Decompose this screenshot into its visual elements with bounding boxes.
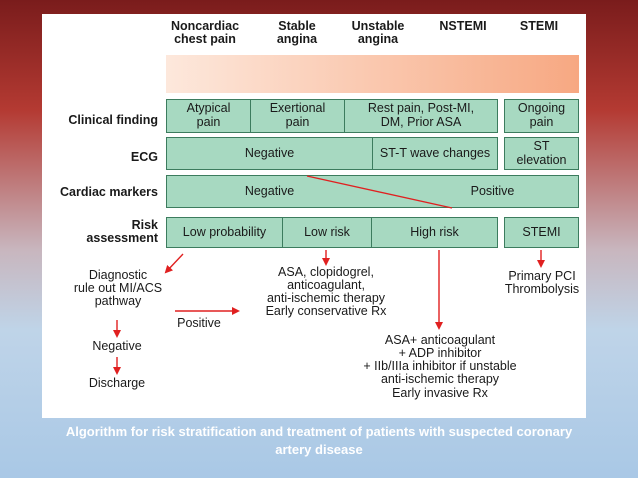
header-unstable-line1: Unstable (351, 19, 405, 33)
flow-lowrisk-line2: anticoagulant, (287, 278, 365, 293)
flow-highrisk-line2: + ADP inhibitor (398, 346, 482, 361)
flow-highrisk-line3: + IIb/IIIa inhibitor if unstable (363, 359, 517, 374)
clinical-ongoing-box: Ongoing pain (504, 99, 579, 133)
header-unstable-line2: angina (357, 32, 399, 47)
header-stable-line1: Stable (278, 19, 316, 33)
risk-box: Low probability Low risk High risk (166, 217, 498, 248)
ecg-cell-st-t: ST-T wave changes (379, 145, 491, 160)
divider (344, 100, 345, 132)
row-label-clinical-finding: Clinical finding (68, 113, 158, 127)
flow-highrisk-treatment: ASA+ anticoagulant + ADP inhibitor + IIb… (352, 333, 528, 400)
header-stable: Stable angina (270, 19, 324, 47)
caption-line1: Algorithm for risk stratification and tr… (65, 424, 573, 439)
flow-lowrisk-line3: anti-ischemic therapy (266, 291, 386, 306)
ecg-box: Negative ST-T wave changes (166, 137, 498, 170)
flow-lowrisk-line4: Early conservative Rx (265, 304, 387, 319)
cardiac-markers-box: Negative Positive (166, 175, 579, 208)
row-label-risk-line1: Risk (131, 218, 158, 232)
header-nstemi: NSTEMI (439, 19, 487, 33)
ecg-cell-st-elevation-line1: ST (533, 138, 550, 153)
marker-transition-line (306, 175, 453, 209)
caption-line2: artery disease (275, 441, 363, 457)
severity-gradient-bar (166, 55, 579, 93)
clinical-cell-rest-pain-line2: DM, Prior ASA (380, 115, 462, 129)
header-stemi: STEMI (519, 19, 559, 33)
flow-diagnostic-line2: rule out MI/ACS (73, 281, 163, 296)
divider (282, 218, 283, 247)
clinical-cell-atypical: Atypical pain (167, 100, 250, 132)
row-label-risk-line2: assessment (86, 231, 158, 246)
header-noncardiac-line2: chest pain (174, 32, 236, 47)
flow-stemi-line2: Thrombolysis (504, 282, 580, 297)
flow-stemi-treatment: Primary PCI Thrombolysis (498, 269, 586, 297)
row-label-risk-assessment: Risk assessment (48, 218, 158, 246)
flow-diagnostic: Diagnostic rule out MI/ACS pathway (62, 268, 174, 309)
header-stable-line2: angina (276, 32, 318, 47)
clinical-cell-atypical-line2: pain (196, 115, 221, 129)
row-label-cardiac-markers: Cardiac markers (60, 185, 158, 199)
risk-stemi-box: STEMI (504, 217, 579, 248)
header-noncardiac: Noncardiac chest pain (168, 19, 242, 47)
ecg-cell-st-elevation-line2: elevation (516, 152, 567, 167)
ecg-st-elevation-box: ST elevation (504, 137, 579, 170)
markers-cell-positive: Positive (470, 183, 515, 198)
flow-positive: Positive (177, 316, 221, 330)
row-label-ecg: ECG (130, 150, 158, 164)
markers-cell-negative: Negative (244, 183, 295, 198)
flow-highrisk-line5: Early invasive Rx (392, 385, 488, 400)
flow-highrisk-line4: anti-ischemic therapy (380, 372, 500, 387)
header-unstable: Unstable angina (345, 19, 411, 47)
clinical-finding-box: Atypical pain Exertional pain Rest pain,… (166, 99, 498, 133)
divider (372, 138, 373, 169)
risk-cell-stemi: STEMI (522, 224, 561, 239)
clinical-cell-exertional-line1: Exertional (269, 101, 326, 116)
header-noncardiac-line1: Noncardiac (170, 19, 240, 33)
clinical-cell-ongoing: Ongoing pain (505, 100, 578, 132)
clinical-cell-exertional-line2: pain (285, 115, 310, 129)
flow-discharge: Discharge (88, 376, 146, 390)
figure-caption: Algorithm for risk stratification and tr… (0, 423, 638, 458)
clinical-cell-rest-pain: Rest pain, Post-MI, DM, Prior ASA (345, 100, 497, 132)
flow-lowrisk-treatment: ASA, clopidogrel, anticoagulant, anti-is… (252, 265, 400, 319)
flow-highrisk-line1: ASA+ anticoagulant (384, 333, 496, 347)
flow-negative: Negative (92, 339, 142, 353)
flow-diagnostic-line3: pathway (94, 294, 142, 309)
risk-cell-low-probability: Low probability (182, 224, 267, 239)
flow-diagnostic-line1: Diagnostic (88, 268, 148, 282)
ecg-cell-negative: Negative (244, 145, 295, 160)
clinical-cell-rest-pain-line1: Rest pain, Post-MI, (367, 101, 475, 116)
risk-cell-low-risk: Low risk (304, 224, 350, 239)
divider (371, 218, 372, 247)
divider (250, 100, 251, 132)
arrow-to-diagnostic (164, 253, 184, 274)
risk-cell-high-risk: High risk (410, 224, 459, 239)
flow-stemi-line1: Primary PCI (508, 269, 576, 283)
clinical-cell-exertional: Exertional pain (251, 100, 344, 132)
ecg-cell-st-elevation: ST elevation (505, 138, 578, 169)
flow-lowrisk-line1: ASA, clopidogrel, (278, 265, 374, 279)
clinical-cell-ongoing-line1: Ongoing (517, 101, 566, 116)
clinical-cell-atypical-line1: Atypical (186, 101, 231, 116)
clinical-cell-ongoing-line2: pain (529, 115, 554, 129)
